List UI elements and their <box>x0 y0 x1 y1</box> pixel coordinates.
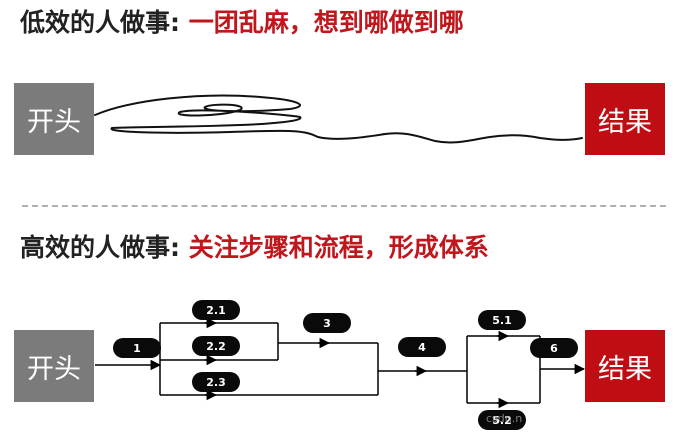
step-node-6: 6 <box>530 338 578 358</box>
step-node-5-2: 5.2 <box>478 410 526 430</box>
step-node-2-3: 2.3 <box>192 372 240 392</box>
bottom-end-box: 结果 <box>585 330 665 402</box>
low-efficiency-heading-rest: 一团乱麻，想到哪做到哪 <box>180 8 464 37</box>
top-end-box: 结果 <box>585 83 665 155</box>
section-divider <box>22 205 666 207</box>
top-end-label: 结果 <box>598 106 652 138</box>
step-node-4: 4 <box>398 337 446 357</box>
step-node-2-1: 2.1 <box>192 300 240 320</box>
step-node-5-1: 5.1 <box>478 310 526 330</box>
flow-lines <box>95 317 586 409</box>
bottom-end-label: 结果 <box>598 353 652 385</box>
low-efficiency-heading: 低效的人做事: 一团乱麻，想到哪做到哪 <box>20 10 464 35</box>
messy-scribble <box>94 94 583 144</box>
step-node-3: 3 <box>303 313 351 333</box>
step-node-1: 1 <box>113 338 161 358</box>
top-start-label: 开头 <box>27 106 81 138</box>
bottom-start-box: 开头 <box>14 330 94 402</box>
top-start-box: 开头 <box>14 83 94 155</box>
bottom-start-label: 开头 <box>27 353 81 385</box>
watermark-text: csdn.n <box>486 412 523 425</box>
low-efficiency-heading-lead: 低效的人做事: <box>20 8 180 37</box>
step-node-2-2: 2.2 <box>192 336 240 356</box>
high-efficiency-heading-lead: 高效的人做事: <box>20 233 180 262</box>
high-efficiency-heading-rest: 关注步骤和流程，形成体系 <box>180 233 489 262</box>
high-efficiency-heading: 高效的人做事: 关注步骤和流程，形成体系 <box>20 235 489 260</box>
